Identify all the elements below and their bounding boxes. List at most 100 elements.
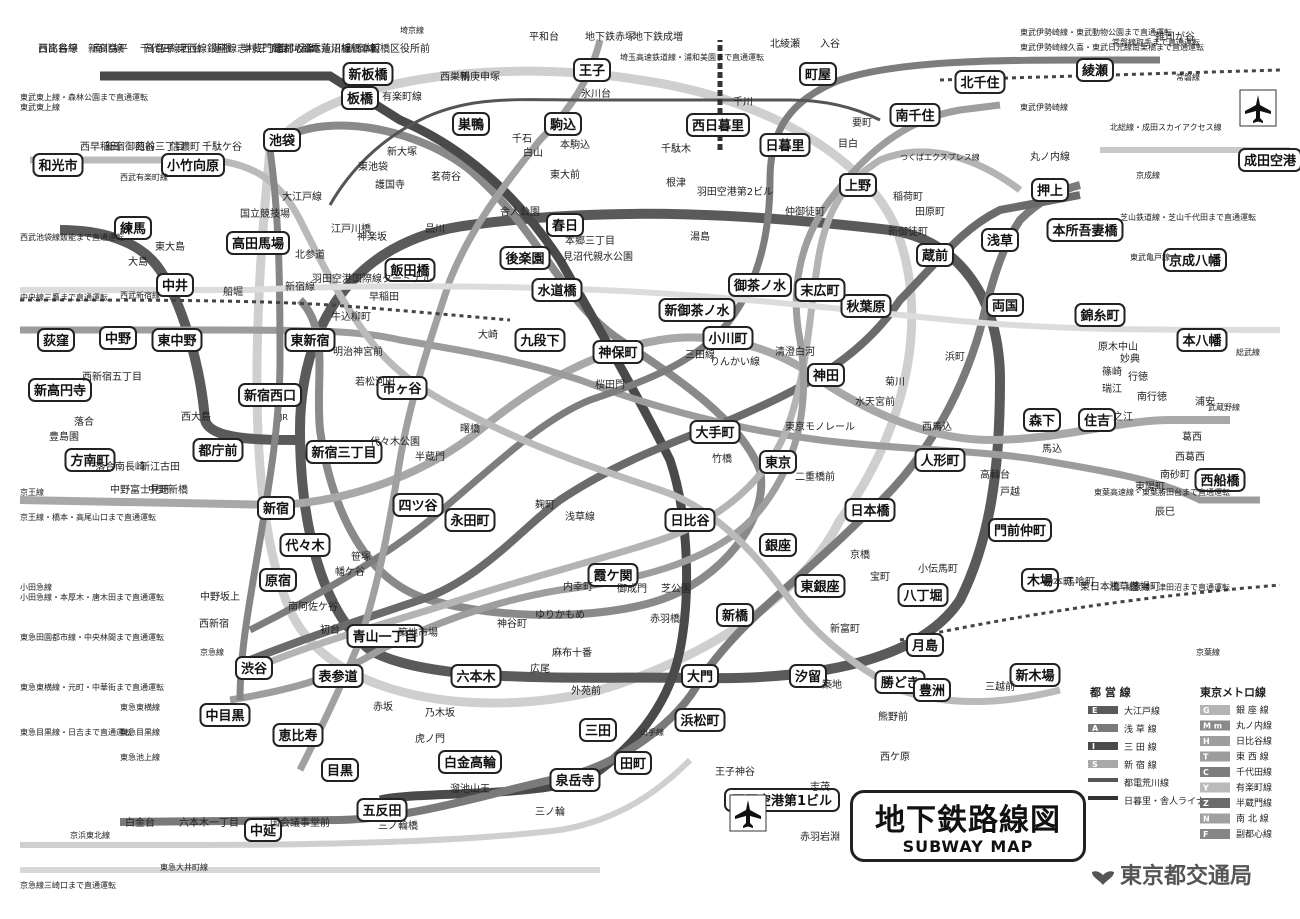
station-label: 麻布十番 (552, 646, 592, 659)
station-name: 板橋 (347, 91, 374, 107)
station-name: 西日暮里 (692, 118, 744, 134)
station-label: 広尾 (530, 662, 550, 675)
station-label: 小伝馬町 (918, 563, 958, 575)
station-kuramae: 蔵前 (917, 244, 953, 266)
station-label: 千駄ケ谷 (202, 140, 242, 153)
station-name: 巣鴨 (457, 117, 484, 133)
station-hibiya: 日比谷 (666, 509, 715, 531)
station-nakameguro: 中目黒 (201, 704, 250, 726)
station-name: 池袋 (269, 133, 296, 149)
station-ochanomizu: 御茶ノ水 (729, 274, 791, 296)
station-label: 若松河田 (355, 375, 395, 388)
station-label: 南北線 (93, 42, 123, 55)
station-label: 北参道 (295, 248, 325, 261)
station-label: 入谷 (820, 38, 840, 50)
station-label: 浜町 (945, 351, 965, 363)
station-gotanda: 五反田 (358, 799, 407, 821)
airplane-icon (1240, 90, 1276, 126)
station-name: 後楽園 (505, 251, 544, 267)
station-sengakuji: 泉岳寺 (551, 769, 600, 791)
station-label: 御成門 (617, 582, 647, 595)
through-service-note: 京急線三崎口まで直通運転 (20, 880, 116, 890)
legend-name: 南 北 線 (1236, 813, 1269, 825)
legend-item: A浅 草 線 (1088, 723, 1157, 735)
station-suidobashi: 水道橋 (533, 279, 582, 301)
through-service-note: 東急東横線・元町・中華街まで直通運転 (20, 682, 164, 692)
station-label: 都電荒川線 (301, 42, 351, 55)
station-label: 笹塚 (351, 550, 371, 563)
station-label: 白金台 (125, 816, 155, 829)
station-nishinippori: 西日暮里 (687, 114, 749, 136)
station-name: 九段下 (519, 333, 559, 349)
station-label: 地下鉄成増 (633, 30, 683, 43)
station-label: 熊野前 (878, 710, 908, 723)
legend-code: A (1092, 724, 1099, 733)
legend-code: C (1203, 768, 1209, 777)
station-kotakemukaihara: 小竹向原 (162, 154, 224, 176)
station-label: 篠崎 (1102, 365, 1122, 378)
legend-item: H日比谷線 (1200, 735, 1272, 747)
station-name: 王子 (579, 64, 605, 79)
station-name: 蔵前 (922, 248, 948, 264)
station-name: 末広町 (799, 283, 839, 299)
station-name: 新橋 (722, 608, 749, 624)
station-name: 秋葉原 (846, 299, 885, 315)
station-ginza: 銀座 (760, 534, 796, 556)
station-ikebukuro: 池袋 (264, 129, 300, 151)
station-name: 六本木 (456, 669, 496, 685)
station-label: 南砂町 (1160, 468, 1190, 481)
station-kitasenju: 北千住 (956, 71, 1005, 93)
map-title-jp: 地下鉄路線図 (853, 795, 1083, 839)
through-service-note: 東武伊勢崎線久喜・東武日光線南栗橋まで直通運転 (1020, 42, 1204, 52)
station-tamachi: 田町 (615, 752, 651, 774)
airplane-icon (730, 795, 766, 831)
station-name: 東京 (765, 455, 791, 471)
station-label: 三越前 (985, 680, 1015, 693)
station-ayase: 綾瀬 (1077, 59, 1113, 81)
ginkgo-icon (1090, 865, 1116, 887)
station-nagatacho: 永田町 (446, 509, 495, 531)
station-label: 西新宿 (199, 617, 229, 630)
station-label: 白山 (523, 146, 543, 159)
legend-metro-title: 東京メトロ線 (1200, 685, 1266, 699)
station-label: 新宿線 (346, 42, 376, 55)
station-label: 二重橋前 (795, 470, 835, 483)
station-label: 京橋 (850, 548, 870, 561)
station-name: 浜松町 (680, 713, 719, 729)
station-name: 原宿 (265, 573, 291, 589)
station-tokyo: 東京 (760, 451, 796, 473)
station-narita: 成田空港 (1239, 149, 1300, 171)
station-label: 東京モノレール (785, 420, 855, 433)
station-label: 南阿佐ケ谷 (288, 600, 338, 613)
legend-name: 千代田線 (1236, 766, 1272, 778)
station-shiodome: 汐留 (790, 665, 826, 687)
station-tocho: 都庁前 (194, 439, 243, 461)
station-name: 門前仲町 (994, 523, 1046, 539)
station-name: 御茶ノ水 (733, 278, 787, 294)
station-name: 永田町 (449, 513, 489, 529)
station-name: 本八幡 (1182, 333, 1221, 349)
through-service-note: 東武亀戸線 (1130, 252, 1170, 262)
station-label: 千石 (512, 133, 532, 145)
jr-keiyo-line (900, 585, 1280, 640)
station-name: 森下 (1029, 413, 1055, 429)
station-label: 東池袋 (358, 160, 388, 173)
station-label: 溜池山王 (450, 782, 490, 795)
station-label: 仲御徒町 (785, 205, 825, 218)
station-label: 赤羽岩淵 (800, 830, 840, 843)
station-name: 南千住 (895, 108, 934, 124)
station-label: 芝公園 (661, 582, 691, 595)
station-name: 新高円寺 (34, 383, 86, 399)
station-name: 京成八幡 (1169, 253, 1221, 269)
station-label: 中野富士見町 (110, 483, 170, 496)
station-roppongi: 六本木 (452, 665, 501, 687)
station-yotsuya: 四ツ谷 (394, 494, 443, 516)
station-name: 人形町 (920, 453, 959, 469)
station-name: 新御茶ノ水 (664, 303, 730, 319)
station-name: 恵比寿 (278, 728, 317, 744)
station-label: ゆりかもめ (535, 609, 585, 621)
station-label: 有楽町線 (382, 90, 422, 103)
station-label: 西早稲田 (80, 141, 120, 153)
station-label: 葛西 (1182, 430, 1202, 443)
legend-name: 銀 座 線 (1236, 704, 1269, 716)
